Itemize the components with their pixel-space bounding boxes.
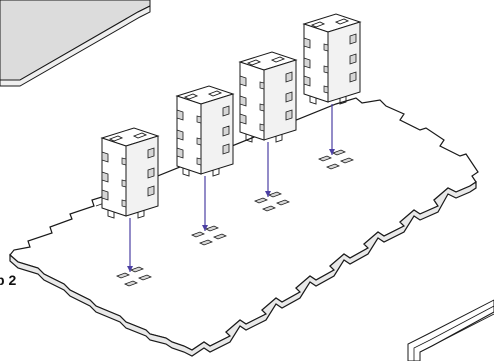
base-plate — [9, 97, 479, 357]
partial-part-bottom-right — [407, 299, 494, 361]
slot — [213, 233, 227, 240]
slot — [199, 239, 213, 246]
slot — [326, 163, 340, 170]
slot — [276, 199, 290, 206]
slot-groups — [116, 149, 354, 287]
pillar-4 — [302, 13, 362, 105]
slot-group-3 — [254, 191, 290, 212]
pillar-1 — [100, 127, 160, 219]
slot — [332, 149, 346, 156]
arrows — [127, 104, 335, 272]
arrow — [265, 142, 271, 197]
slot — [340, 157, 354, 164]
slot — [191, 231, 205, 238]
partial-board-top-left — [0, 0, 151, 87]
slot — [318, 155, 332, 162]
pillars — [100, 13, 362, 219]
pillar-2 — [175, 85, 235, 177]
slot-group-4 — [318, 149, 354, 170]
slot — [124, 280, 138, 287]
slot — [138, 274, 152, 281]
slot — [262, 205, 276, 212]
slot-group-2 — [191, 225, 227, 246]
slot-group-1 — [116, 266, 152, 287]
arrow — [202, 176, 208, 231]
slot — [268, 191, 282, 198]
pillar-3 — [238, 51, 298, 143]
slot — [130, 266, 144, 273]
slot — [205, 225, 219, 232]
slot — [254, 197, 268, 204]
arrow — [329, 104, 335, 155]
slot — [116, 272, 130, 279]
step-label: p 2 — [0, 272, 17, 288]
arrow — [127, 218, 133, 272]
